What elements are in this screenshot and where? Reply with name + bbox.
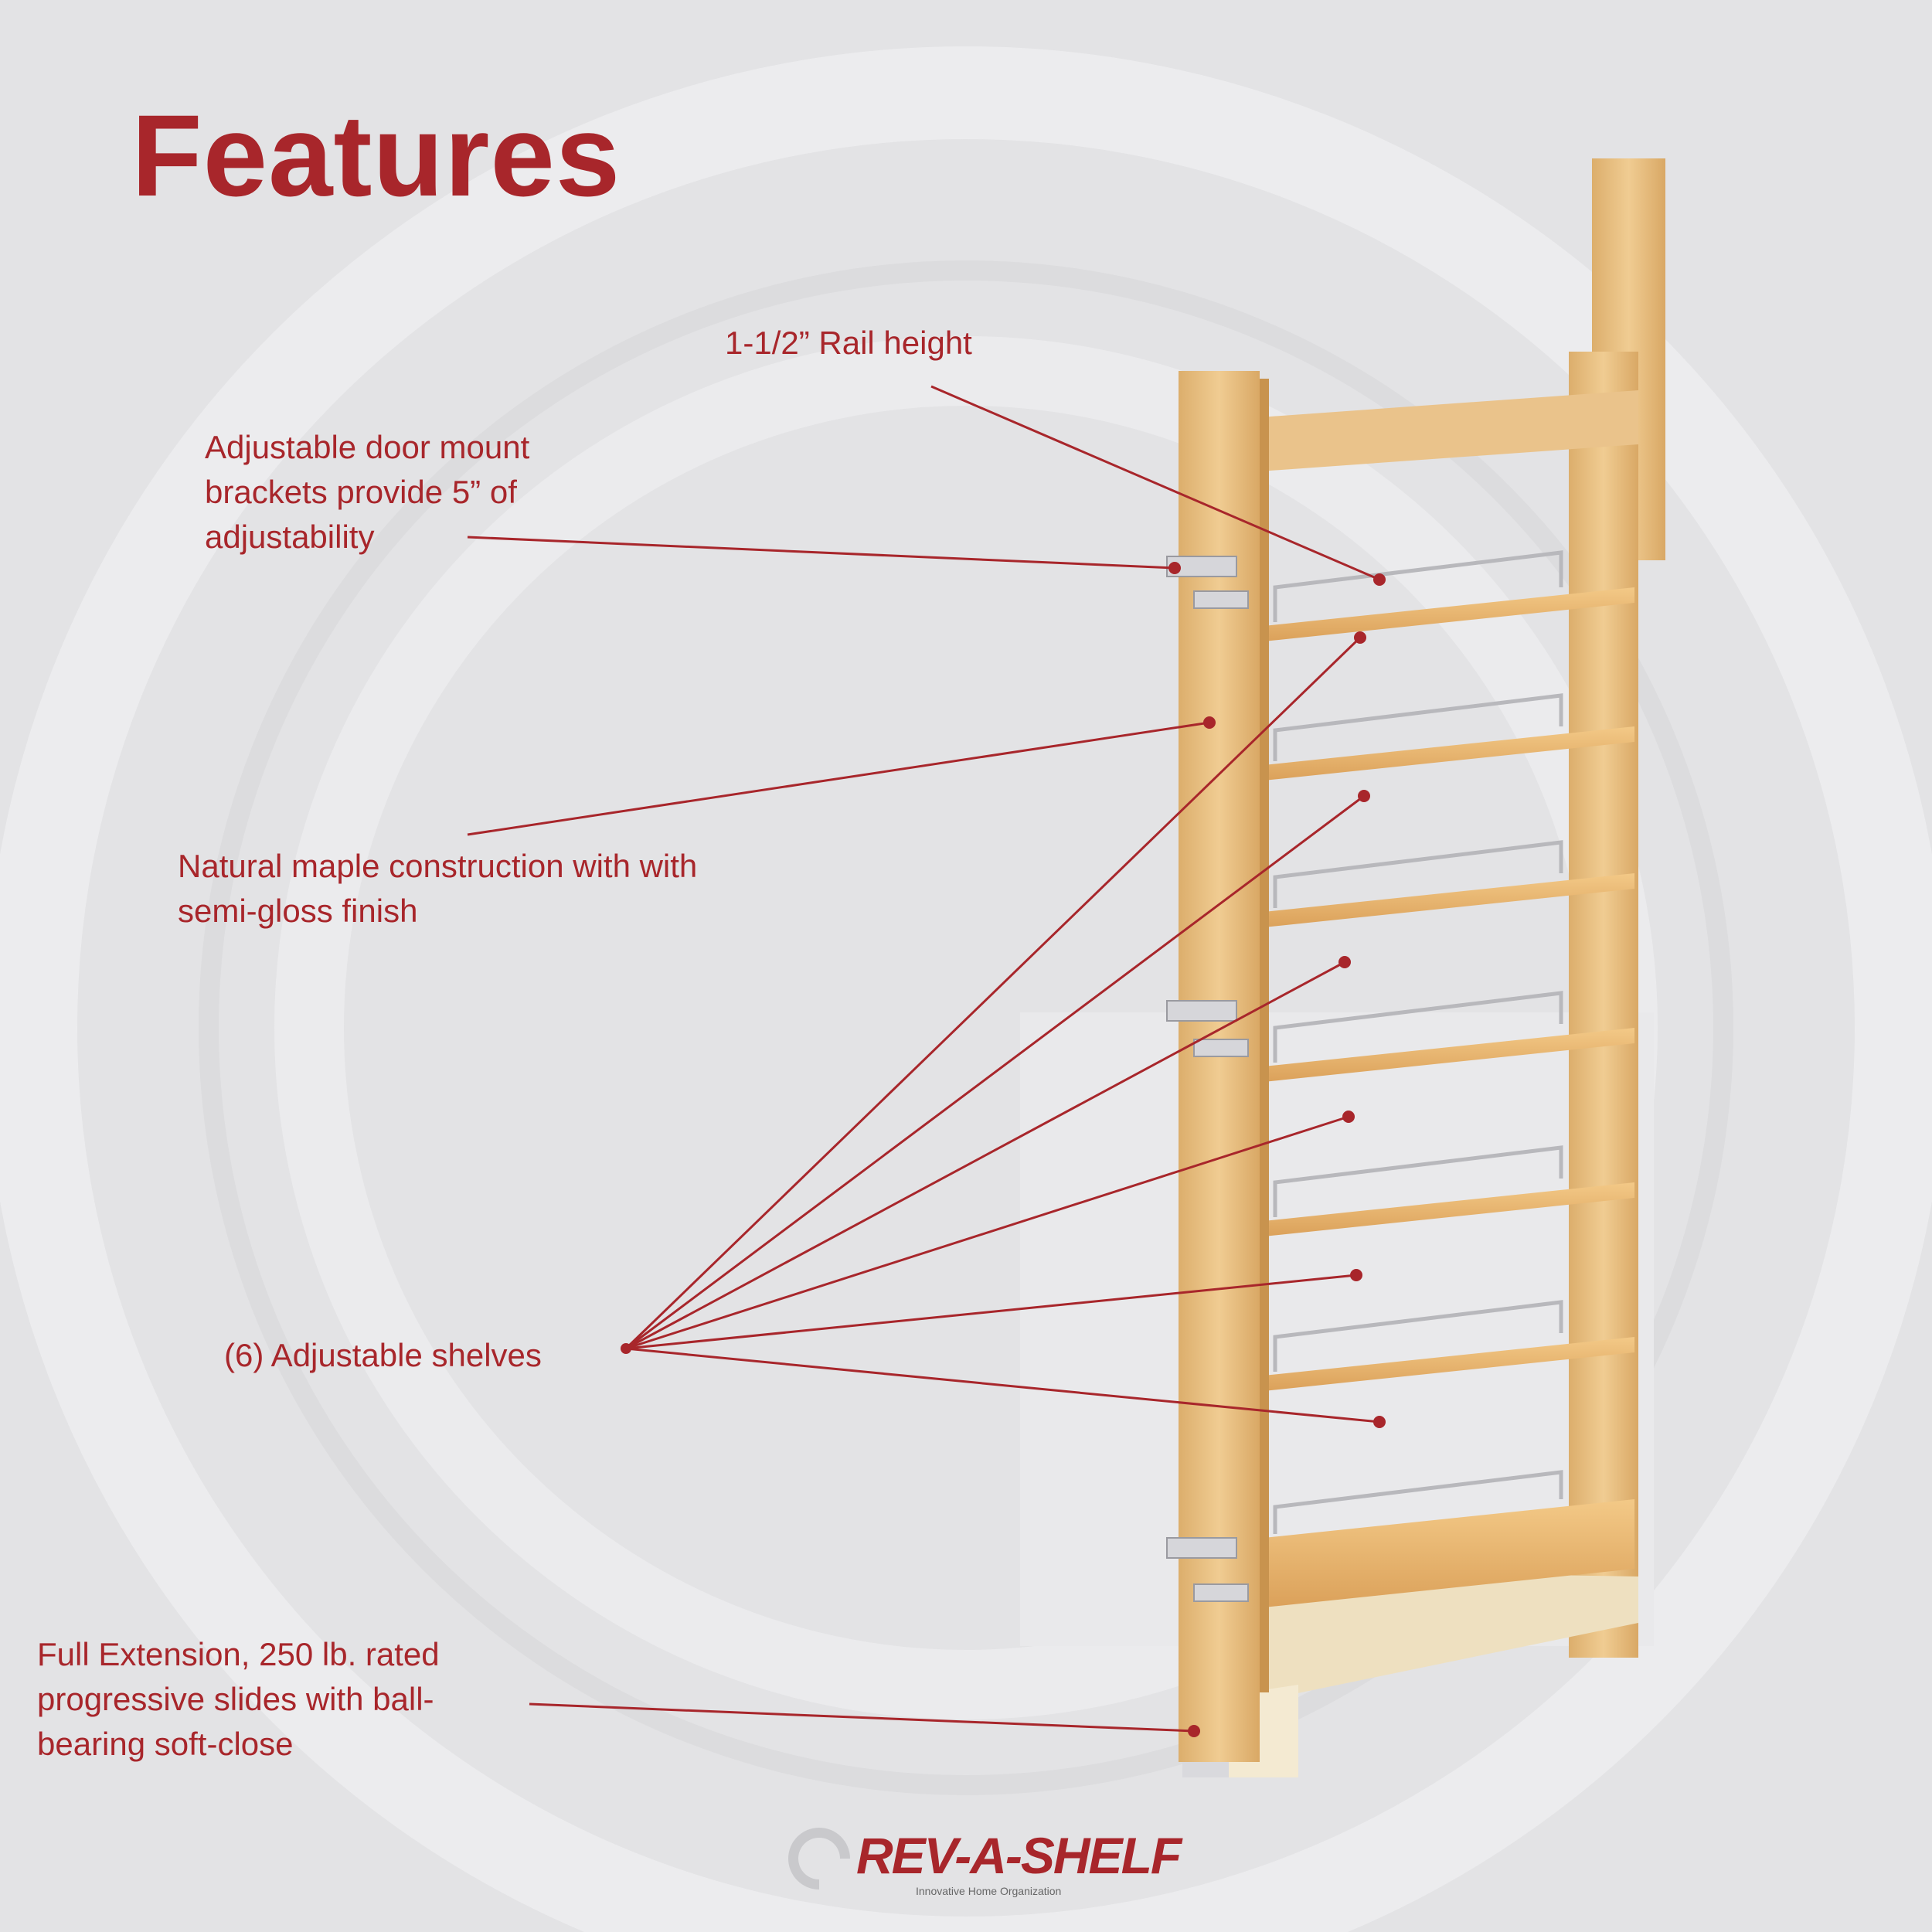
rear-upright [1569, 352, 1638, 1658]
leader-dots [621, 562, 1386, 1737]
callout-rail-height: 1-1/2” Rail height [725, 321, 972, 366]
callout-door-brackets-line-3: adjustability [205, 519, 375, 555]
callout-door-brackets-line-2: brackets provide 5” of [205, 474, 517, 510]
page-title: Features [131, 90, 621, 220]
shelves [1264, 587, 1634, 1607]
wire-rails [1273, 550, 1563, 1534]
callout-door-brackets-line-1: Adjustable door mount [205, 429, 530, 465]
callout-shelves-text: (6) Adjustable shelves [224, 1337, 542, 1373]
callout-door-brackets: Adjustable door mount brackets provide 5… [205, 425, 529, 560]
callout-slides: Full Extension, 250 lb. rated progressiv… [37, 1632, 440, 1767]
callout-rail-height-text: 1-1/2” Rail height [725, 325, 972, 361]
pullout-organizer-illustration [1166, 158, 1665, 1777]
door-mount-brackets [1166, 556, 1249, 1602]
brand-emblem-icon [788, 1828, 850, 1889]
brand-name: REV-A-SHELF [856, 1827, 1182, 1884]
brand-logo: REV-A-SHELF Innovative Home Organization [781, 1820, 1182, 1905]
callout-maple-line-1: Natural maple construction with with [178, 848, 698, 884]
callout-slides-line-1: Full Extension, 250 lb. rated [37, 1636, 440, 1672]
callout-slides-line-2: progressive slides with ball- [37, 1681, 434, 1717]
callout-shelves: (6) Adjustable shelves [224, 1333, 542, 1378]
callout-maple-line-2: semi-gloss finish [178, 893, 418, 929]
leader-lines [467, 385, 1380, 1733]
callout-slides-line-3: bearing soft-close [37, 1726, 294, 1762]
top-crossbar [1260, 390, 1638, 471]
callout-maple: Natural maple construction with with sem… [178, 844, 697, 934]
brand-tagline: Innovative Home Organization [916, 1885, 1062, 1897]
